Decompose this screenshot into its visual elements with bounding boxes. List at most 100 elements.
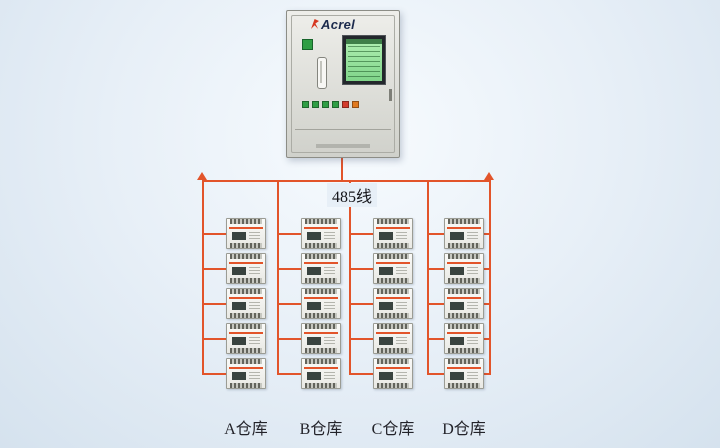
trunk-line bbox=[489, 180, 491, 375]
device-label bbox=[396, 337, 407, 345]
meter-device bbox=[444, 358, 484, 389]
device-stripe bbox=[304, 297, 338, 299]
meter-device bbox=[226, 288, 266, 319]
device-label bbox=[467, 302, 478, 310]
terminal-strip bbox=[377, 348, 409, 353]
device-lcd bbox=[307, 267, 321, 275]
terminal-strip bbox=[305, 254, 337, 259]
branch-line bbox=[202, 338, 226, 340]
branch-line bbox=[277, 373, 301, 375]
terminal-strip bbox=[448, 278, 480, 283]
branch-line bbox=[202, 303, 226, 305]
meter-device bbox=[444, 218, 484, 249]
door-seam bbox=[295, 129, 391, 130]
cabinet-button-row bbox=[302, 101, 359, 108]
meter-device bbox=[444, 323, 484, 354]
terminal-strip bbox=[377, 313, 409, 318]
green-label-sticker bbox=[302, 39, 313, 50]
device-lcd bbox=[232, 337, 246, 345]
branch-line bbox=[349, 303, 373, 305]
device-lcd bbox=[232, 302, 246, 310]
terminal-strip bbox=[448, 383, 480, 388]
branch-line bbox=[277, 233, 301, 235]
device-lcd bbox=[232, 232, 246, 240]
brand-text: Acrel bbox=[321, 17, 356, 32]
device-label bbox=[467, 372, 478, 380]
terminal-strip bbox=[305, 313, 337, 318]
meter-device bbox=[301, 253, 341, 284]
device-stripe bbox=[447, 262, 481, 264]
device-lcd bbox=[379, 267, 393, 275]
warehouse-label: A仓库 bbox=[224, 421, 268, 438]
device-lcd bbox=[379, 372, 393, 380]
door-handle bbox=[389, 89, 392, 101]
terminal-strip bbox=[448, 313, 480, 318]
cabinet-brand: Acrel bbox=[311, 17, 355, 32]
meter-device bbox=[301, 323, 341, 354]
device-lcd bbox=[379, 232, 393, 240]
terminal-strip bbox=[377, 278, 409, 283]
branch-line bbox=[427, 373, 444, 375]
terminal-strip bbox=[305, 289, 337, 294]
terminal-strip bbox=[448, 243, 480, 248]
device-label bbox=[396, 372, 407, 380]
terminal-strip bbox=[230, 313, 262, 318]
terminal-strip bbox=[230, 383, 262, 388]
terminal-strip bbox=[377, 243, 409, 248]
trunk-line bbox=[202, 180, 204, 375]
device-lcd bbox=[450, 372, 464, 380]
control-cabinet: Acrel bbox=[286, 10, 400, 158]
device-stripe bbox=[376, 262, 410, 264]
warehouse-label: D仓库 bbox=[442, 421, 486, 438]
device-stripe bbox=[376, 332, 410, 334]
device-stripe bbox=[447, 297, 481, 299]
device-lcd bbox=[307, 337, 321, 345]
green-indicator-button bbox=[312, 101, 319, 108]
lcd-screen bbox=[342, 35, 386, 85]
branch-line bbox=[427, 303, 444, 305]
device-label bbox=[249, 267, 260, 275]
branch-line bbox=[484, 373, 491, 375]
device-lcd bbox=[307, 372, 321, 380]
branch-line bbox=[484, 338, 491, 340]
arrowhead-icon bbox=[484, 172, 494, 180]
device-label bbox=[324, 337, 335, 345]
meter-device bbox=[301, 358, 341, 389]
meter-device bbox=[444, 288, 484, 319]
branch-line bbox=[427, 338, 444, 340]
device-lcd bbox=[379, 302, 393, 310]
terminal-strip bbox=[448, 324, 480, 329]
branch-line bbox=[427, 233, 444, 235]
device-label bbox=[396, 302, 407, 310]
device-lcd bbox=[232, 372, 246, 380]
terminal-strip bbox=[448, 359, 480, 364]
orange-indicator-button bbox=[352, 101, 359, 108]
device-lcd bbox=[450, 267, 464, 275]
device-lcd bbox=[450, 337, 464, 345]
red-indicator-button bbox=[342, 101, 349, 108]
device-label bbox=[324, 267, 335, 275]
branch-line bbox=[484, 268, 491, 270]
terminal-strip bbox=[448, 289, 480, 294]
branch-line bbox=[349, 233, 373, 235]
nameplate bbox=[316, 144, 370, 148]
terminal-strip bbox=[377, 254, 409, 259]
device-stripe bbox=[229, 262, 263, 264]
terminal-strip bbox=[377, 324, 409, 329]
device-label bbox=[467, 232, 478, 240]
device-stripe bbox=[447, 227, 481, 229]
lcd-screen-content bbox=[346, 39, 382, 81]
meter-device bbox=[373, 218, 413, 249]
meter-device bbox=[373, 288, 413, 319]
terminal-strip bbox=[305, 359, 337, 364]
branch-line bbox=[349, 338, 373, 340]
meter-device bbox=[373, 253, 413, 284]
device-stripe bbox=[304, 332, 338, 334]
device-stripe bbox=[447, 332, 481, 334]
device-stripe bbox=[304, 367, 338, 369]
terminal-strip bbox=[305, 243, 337, 248]
green-indicator-button bbox=[302, 101, 309, 108]
meter-device bbox=[301, 288, 341, 319]
level-indicator bbox=[317, 57, 327, 89]
